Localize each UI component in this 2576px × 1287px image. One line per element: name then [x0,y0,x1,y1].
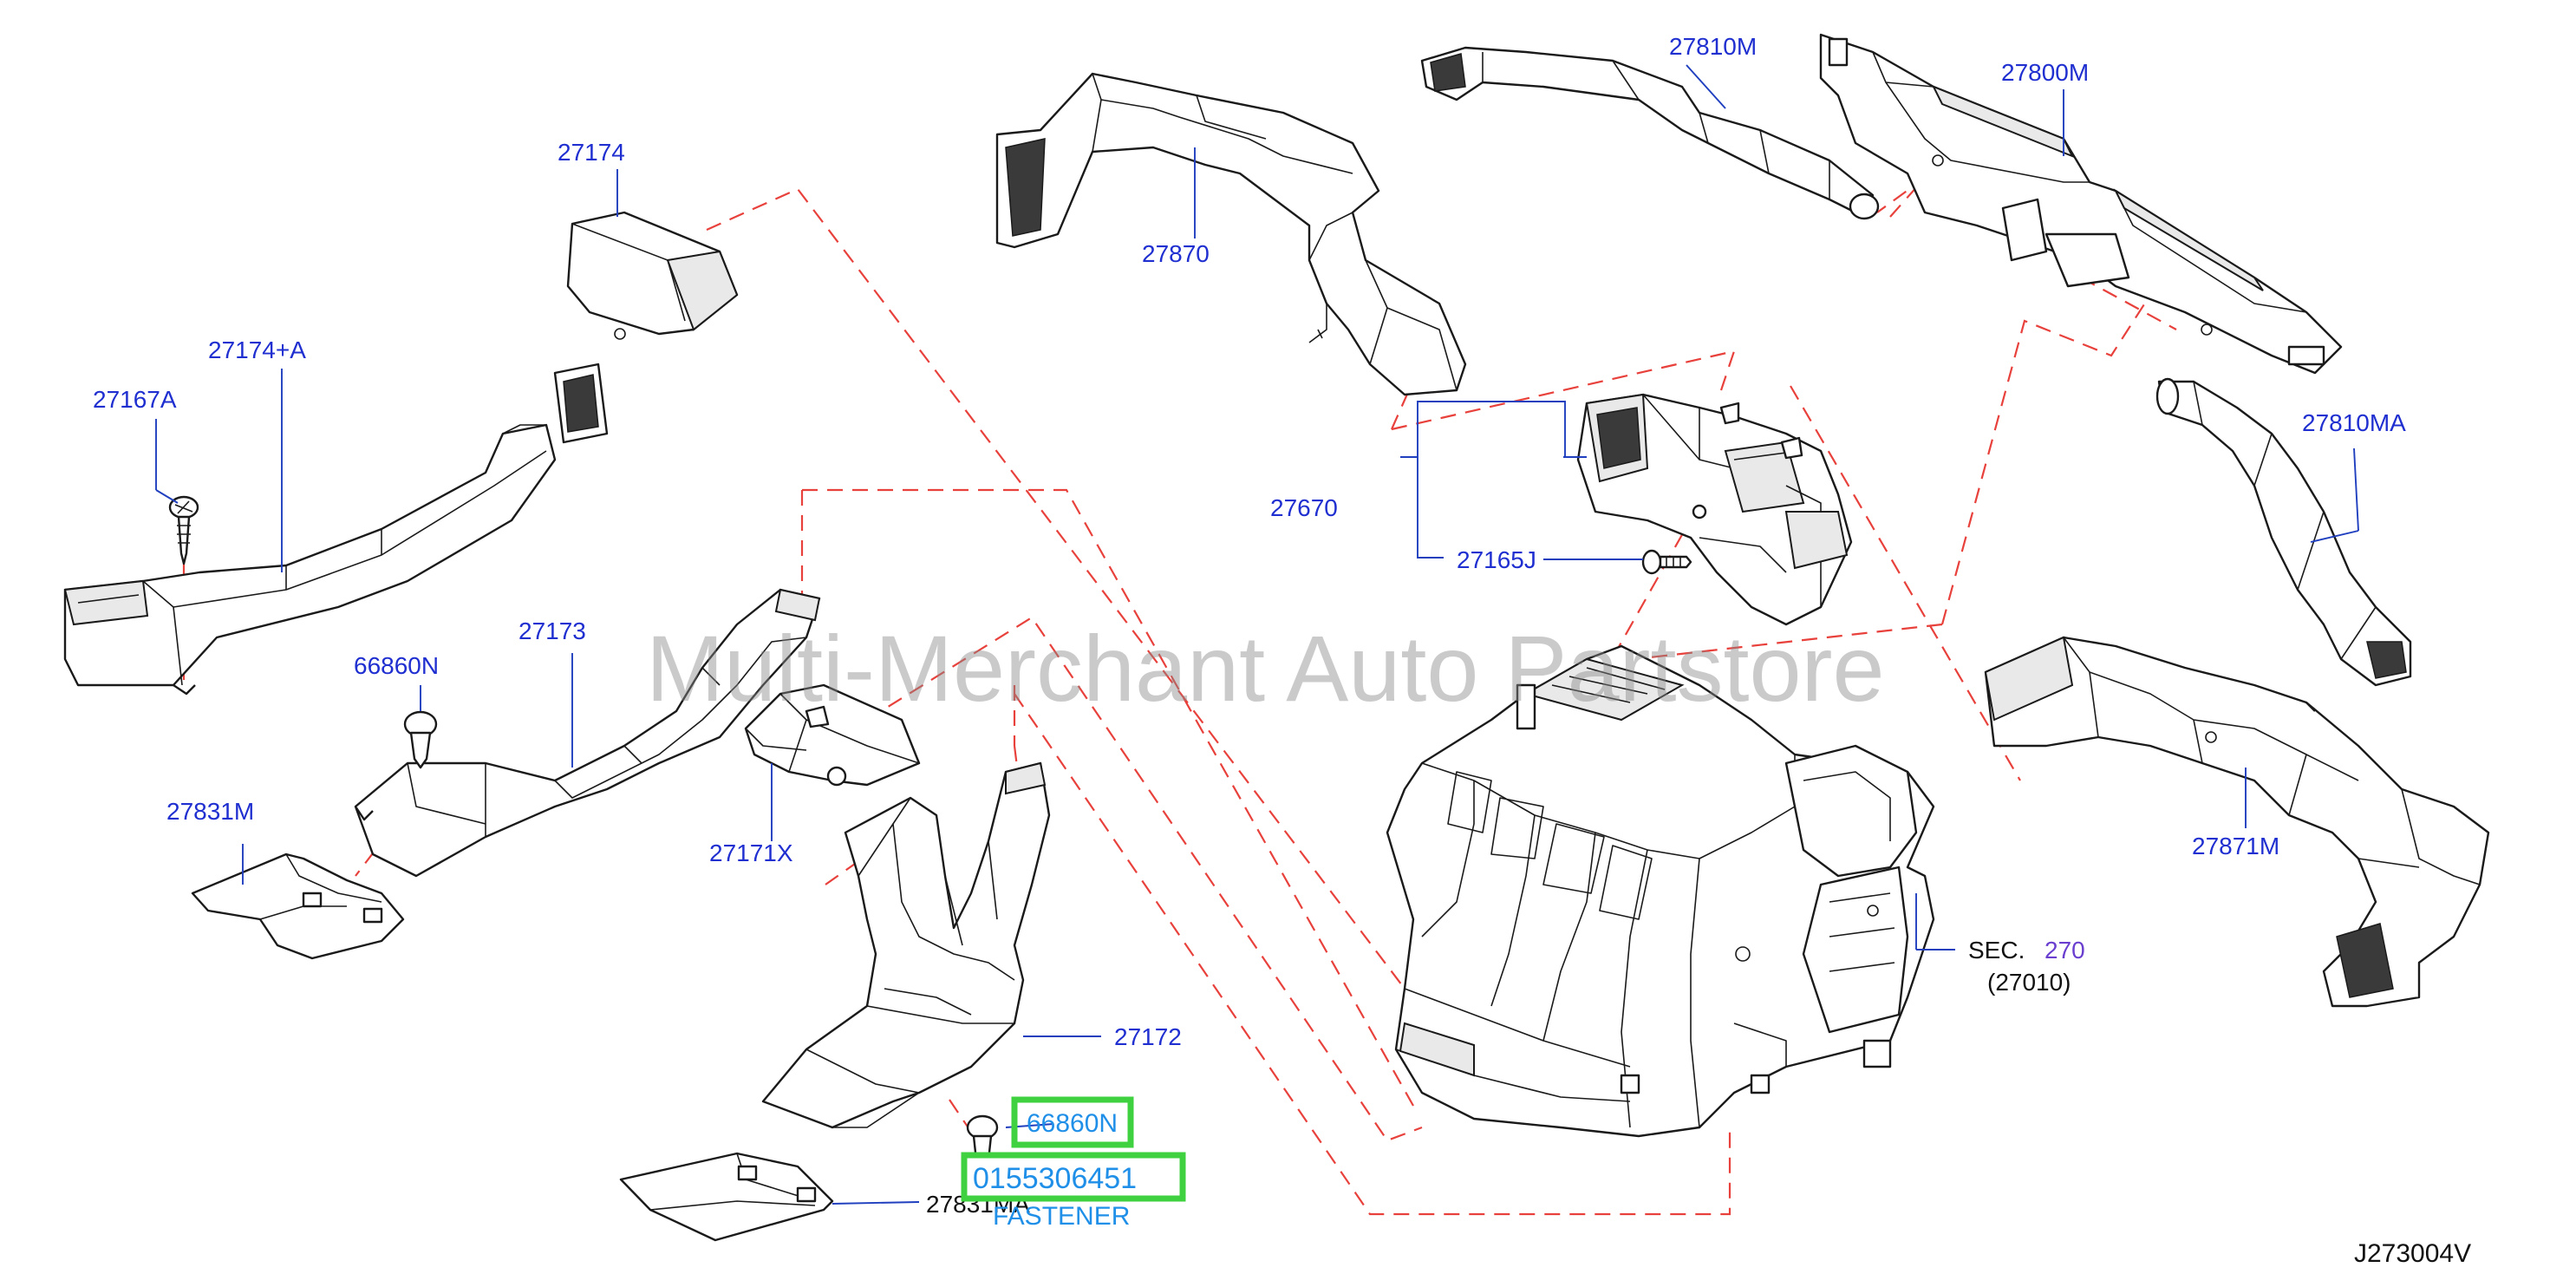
leader-lines [155,64,2359,1205]
label-27173[interactable]: 27173 [518,617,586,644]
duct-27871m [1984,636,2490,1008]
label-27171x[interactable]: 27171X [709,839,793,866]
label-27870[interactable]: 27870 [1142,240,1210,267]
label-27670[interactable]: 27670 [1270,494,1338,521]
highlight-box-66860n [1011,1096,1134,1148]
duct-27174 [553,211,739,444]
duct-27870 [995,72,1467,396]
highlight-box-part-number [961,1152,1186,1202]
highlighted-labels: 66860N 0155306451 [961,1096,1186,1202]
label-27174a[interactable]: 27174+A [208,336,306,363]
watermark-text: Multi-Merchant Auto Partstore [646,616,1885,721]
label-27800m[interactable]: 27800M [2001,59,2089,86]
label-27174[interactable]: 27174 [558,139,625,166]
label-27167a[interactable]: 27167A [93,386,177,413]
label-66860n-highlighted[interactable]: 66860N [1027,1109,1118,1138]
pipe-27810m [1420,46,1880,220]
diagram-code: J273004V [2354,1239,2471,1268]
label-part-number-highlighted[interactable]: 0155306451 [973,1162,1137,1195]
label-27172[interactable]: 27172 [1114,1023,1182,1050]
duct-27174a [63,423,557,696]
label-27810ma[interactable]: 27810MA [2302,409,2406,436]
label-27871m[interactable]: 27871M [2192,833,2279,859]
heater-unit-sec270 [1386,644,1935,1138]
screw-27167a [168,495,199,565]
screw-27165j [1641,549,1692,575]
label-27810m[interactable]: 27810M [1669,33,1757,60]
label-27165j[interactable]: 27165J [1457,546,1536,573]
label-sec-prefix: SEC. [1968,937,2025,964]
clip-66860n-left [403,710,438,769]
duct-27831m [191,853,405,960]
duct-27173 [354,588,821,878]
label-66860n-left[interactable]: 66860N [354,652,439,679]
label-27831m[interactable]: 27831M [166,798,254,825]
pipe-27810ma [2155,377,2412,687]
label-sec-number[interactable]: 270 [2044,937,2085,964]
duct-27172 [761,761,1051,1129]
label-sec-ref: (27010) [1987,969,2071,996]
duct-27800m [1819,33,2343,375]
box-27670 [1576,393,1853,626]
label-fastener: FASTENER [993,1202,1130,1231]
duct-27831ma [619,1152,834,1242]
